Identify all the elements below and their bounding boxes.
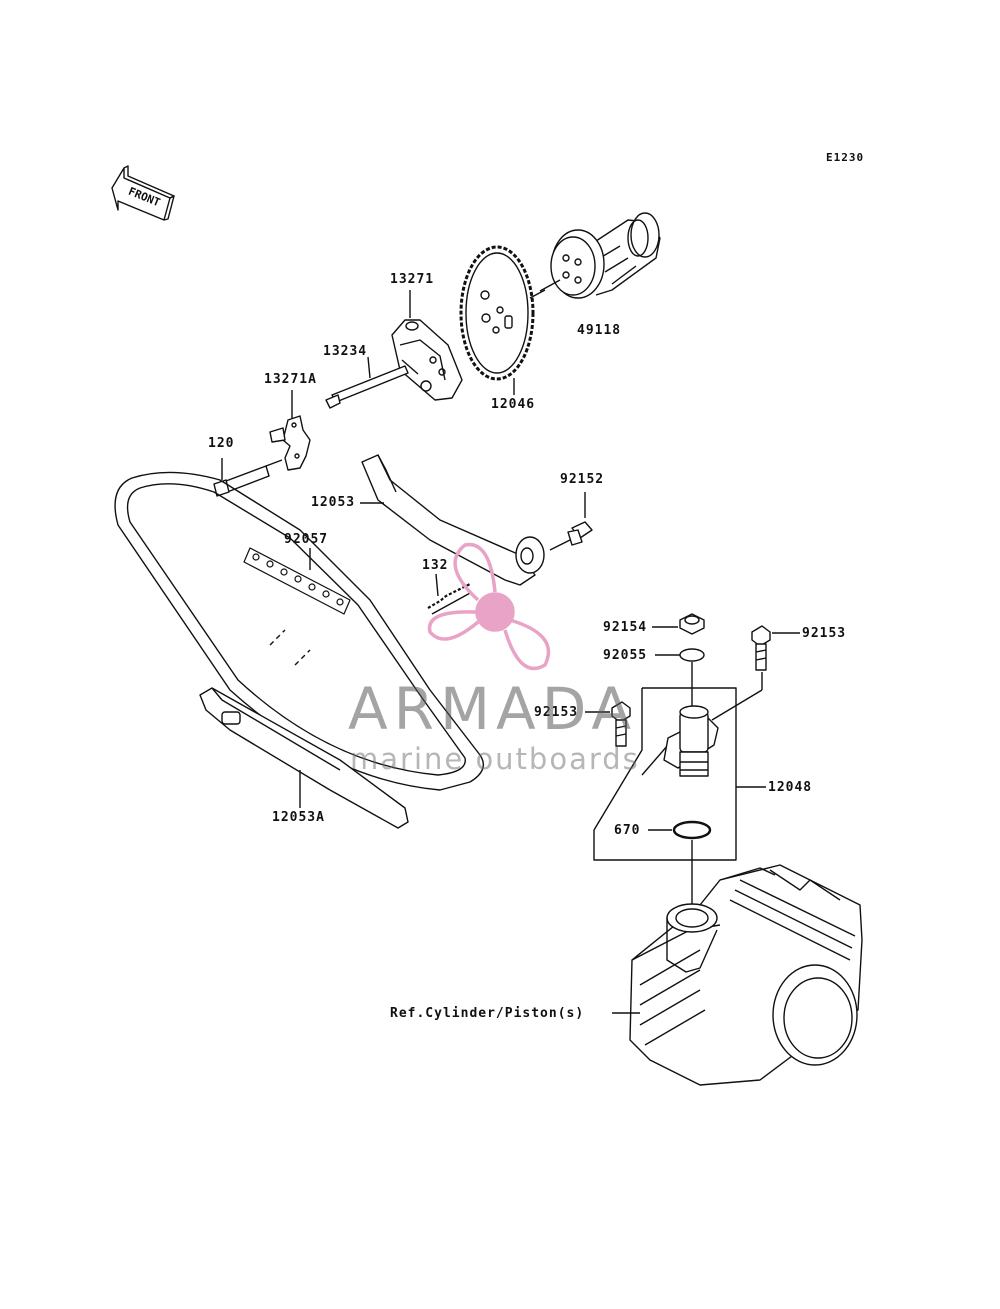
part-label-132: 132 [422,558,449,573]
front-arrow-icon: FRONT [111,165,175,221]
part-label-92152: 92152 [560,472,605,487]
part-label-12053: 12053 [311,495,356,510]
part-label-92153-right: 92153 [802,626,847,641]
diagram-code: E1230 [826,151,865,164]
bolt-92153-left [585,701,631,747]
decompressor-13271 [391,290,463,401]
part-label-120: 120 [208,436,235,451]
cap-nut-92154 [652,613,705,635]
weight-13271a [269,390,311,471]
part-label-13271a: 13271A [264,372,317,387]
chain-92057 [114,471,484,791]
chain-guide-12053 [360,454,545,586]
cylinder-reference [612,864,863,1086]
watermark-subtitle: marine outboards [350,742,640,776]
part-label-13234: 13234 [323,344,368,359]
part-label-13271: 13271 [390,272,435,287]
bolt-120 [213,458,283,497]
part-label-92153-left: 92153 [534,705,579,720]
bushing-92152 [549,492,593,551]
part-label-12053a: 12053A [272,810,325,825]
watermark-propeller-icon [427,542,551,671]
spring-132 [427,573,473,615]
shaft-13234 [325,356,419,409]
bolt-92153-right [751,625,800,671]
o-ring-92055 [655,648,705,662]
watermark-title: ARMADA [348,675,638,743]
part-label-92055: 92055 [603,648,648,663]
part-label-12048: 12048 [768,780,813,795]
tensioner-12048 [593,662,766,861]
part-label-12046: 12046 [491,397,536,412]
camshaft-49118 [539,212,661,299]
part-label-ref-cylinder: Ref.Cylinder/Piston(s) [390,1006,585,1021]
part-label-49118: 49118 [577,323,622,338]
chain-guide-12053a [199,687,409,829]
part-label-92154: 92154 [603,620,648,635]
part-label-92057: 92057 [284,532,329,547]
o-ring-670 [648,820,712,915]
part-label-670: 670 [614,823,641,838]
sprocket-12046 [459,245,546,395]
